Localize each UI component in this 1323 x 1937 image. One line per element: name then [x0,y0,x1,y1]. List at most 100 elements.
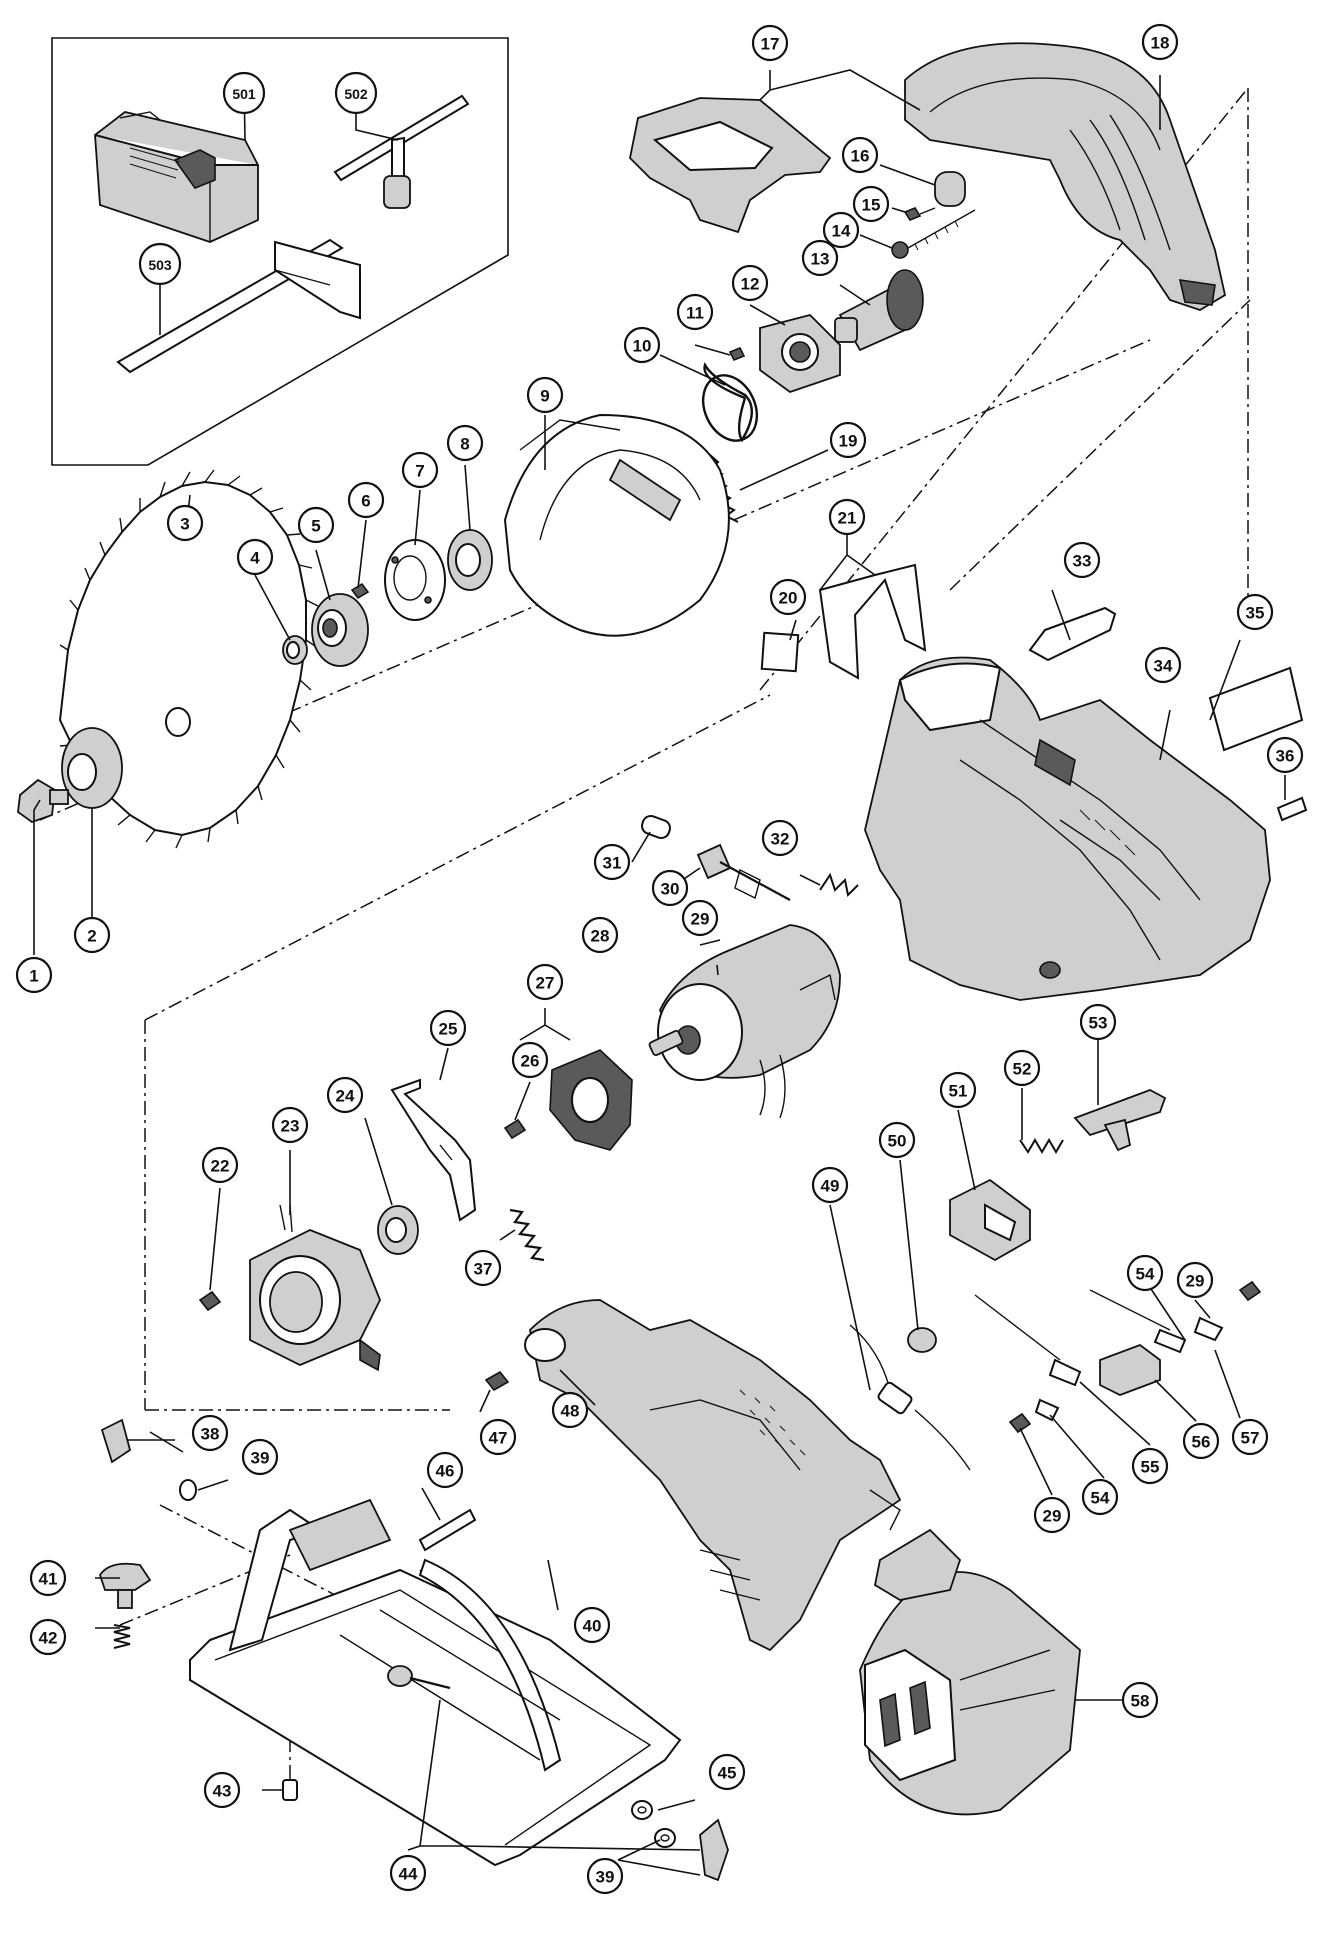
battery-charger [94,111,259,243]
callout-circle [1231,1418,1269,1456]
callout-number: 46 [436,1462,455,1481]
callout-number: 8 [460,435,469,454]
callout-circle [708,1753,746,1791]
callout-58: 58 [1121,1681,1159,1719]
callout-9: 9 [526,376,564,414]
callout-number: 55 [1141,1458,1160,1477]
callout-circle [676,293,714,331]
callout-circle [1033,1496,1071,1534]
washer-39a [179,1479,197,1501]
callout-number: 42 [39,1629,58,1648]
callout-number: 58 [1131,1692,1150,1711]
leader-lines [33,69,1286,1876]
callout-number: 34 [1154,657,1173,676]
bearing-holder [759,313,841,394]
callout-circle [651,869,689,907]
callout-20: 20 [769,578,807,616]
callout-28: 28 [581,916,619,954]
callout-number: 29 [1043,1507,1062,1526]
callout-number: 16 [851,147,870,166]
callout-number: 20 [779,589,798,608]
callout-number: 56 [1192,1433,1211,1452]
lamp-cable [849,1324,971,1471]
callout-circle [829,421,867,459]
callout-circle [828,498,866,536]
brush-holder [549,1049,633,1151]
callout-circle [1236,593,1274,631]
callout-number: 22 [211,1157,230,1176]
callout-circle [389,1854,427,1892]
callout-number: 5 [311,517,320,536]
callout-number: 3 [180,515,189,534]
knob-bottom [699,1818,729,1882]
callout-number: 30 [661,880,680,899]
callout-circle [939,1071,977,1109]
label-33 [1028,606,1117,662]
spacer-4 [282,635,308,665]
callout-circle [751,24,789,62]
callout-27: 27 [526,963,564,1001]
callout-circle [73,916,111,954]
t-wrench [333,94,470,209]
callout-circle [236,538,274,576]
callout-circle [511,1041,549,1079]
base-plate [189,1498,682,1867]
callout-circle [623,326,661,364]
callout-41: 41 [29,1559,67,1597]
callout-10: 10 [623,326,661,364]
callout-number: 31 [603,854,622,873]
callout-number: 54 [1091,1489,1110,1508]
callout-503: 503 [138,242,182,286]
callout-37: 37 [464,1249,502,1287]
callout-number: 503 [148,257,172,273]
battery-pack [859,1528,1081,1816]
callout-number: 4 [250,549,260,568]
callout-circle [586,1857,624,1895]
callout-56: 56 [1182,1422,1220,1460]
callout-46: 46 [426,1451,464,1489]
callout-29b: 29 [1176,1261,1214,1299]
callout-number: 18 [1151,34,1170,53]
callout-number: 39 [596,1868,615,1887]
small-screw-11 [728,346,746,362]
long-bolt [891,209,976,259]
bolt-44 [387,1665,451,1690]
callout-51: 51 [939,1071,977,1109]
callout-8: 8 [446,424,484,462]
callout-circle [29,1618,67,1656]
callout-circle [526,376,564,414]
callout-14: 14 [822,211,860,249]
callout-circle [1081,1478,1119,1516]
callout-circle [573,1606,611,1644]
callout-number: 27 [536,974,555,993]
callout-circle [761,819,799,857]
callout-36: 36 [1266,736,1304,774]
callout-circle [1121,1681,1159,1719]
callout-54b: 54 [1081,1478,1119,1516]
callout-number: 21 [838,509,857,528]
spring-32 [819,872,859,898]
callout-53: 53 [1079,1003,1117,1041]
callout-30: 30 [651,869,689,907]
callout-number: 43 [213,1782,232,1801]
bearing-plate [384,539,446,621]
callout-45: 45 [708,1753,746,1791]
washer-39b [654,1828,676,1848]
callout-17: 17 [751,24,789,62]
trigger-53 [1073,1089,1167,1152]
callout-number: 32 [771,830,790,849]
callout-number: 26 [521,1052,540,1071]
callout-circle [731,264,769,302]
callout-number: 501 [232,86,256,102]
callout-circle [166,504,204,542]
gear-housing [249,1204,381,1372]
callout-number: 29 [1186,1272,1205,1291]
callout-circle [326,1076,364,1114]
label-35 [1208,666,1304,752]
callout-circle [1079,1003,1117,1041]
callout-number: 25 [439,1020,458,1039]
callout-circle [464,1249,502,1287]
callout-number: 15 [862,196,881,215]
